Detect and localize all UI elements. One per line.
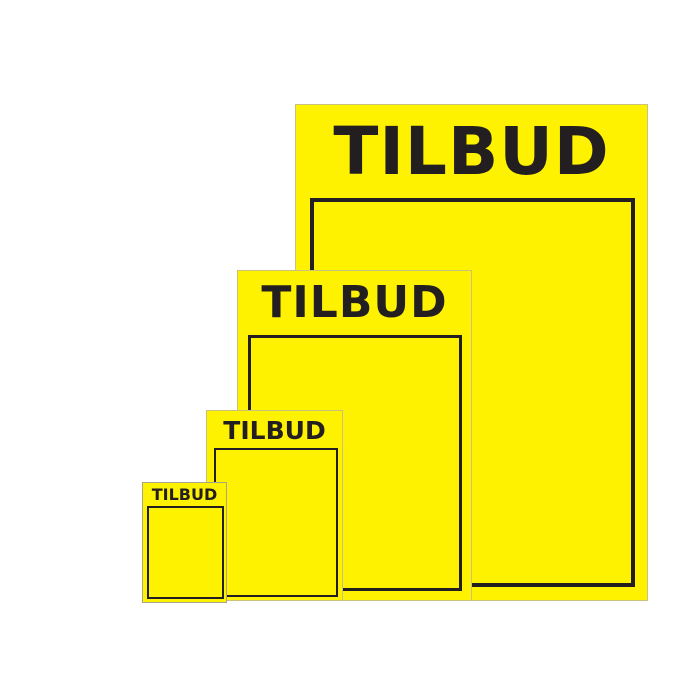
sign-frame [147,506,224,599]
sign-title: TILBUD [151,485,218,504]
sign-medium: TILBUD [206,410,343,601]
sign-title: TILBUD [261,277,448,328]
sign-title: TILBUD [333,113,610,190]
sign-title: TILBUD [223,416,326,445]
sign-frame [214,448,338,597]
sign-small: TILBUD [142,482,227,603]
